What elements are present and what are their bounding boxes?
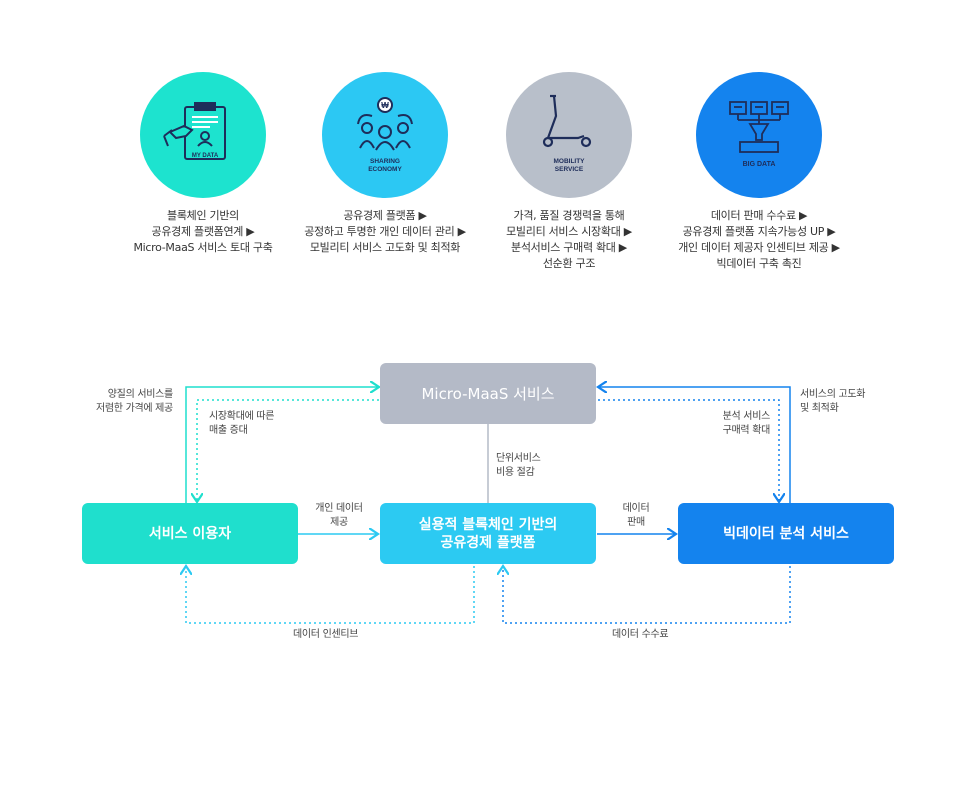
sharing-economy-circle: ₩ SHARING ECONOMY bbox=[322, 72, 448, 198]
caption-line: 공정하고 투명한 개인 데이터 관리 ▶ bbox=[304, 225, 466, 238]
my-data-clipboard-icon: MY DATA bbox=[163, 102, 226, 160]
caption-line: 선순환 구조 bbox=[542, 257, 596, 270]
sharing-economy-caption: 공유경제 플랫폼 ▶ 공정하고 투명한 개인 데이터 관리 ▶ 모빌리티 서비스… bbox=[275, 208, 495, 256]
big-data-analysis-node: 빅데이터 분석 서비스 bbox=[678, 503, 894, 564]
label-line: 양질의 서비스를 bbox=[107, 389, 173, 400]
caption-line: 공유경제 플랫폼연계 ▶ bbox=[151, 225, 255, 238]
label-cost-reduction: 단위서비스 비용 절감 bbox=[496, 452, 541, 480]
label-data-sale: 데이터 판매 bbox=[616, 502, 656, 530]
sharing-platform-node: 실용적 블록체인 기반의 공유경제 플랫폼 bbox=[380, 503, 596, 564]
label-personal-data: 개인 데이터 제공 bbox=[309, 502, 369, 530]
arrow-fee bbox=[503, 566, 791, 624]
label-service-optimization: 서비스의 고도화 및 최적화 bbox=[800, 388, 865, 416]
my-data-circle: MY DATA bbox=[140, 72, 266, 198]
caption-line: 빅데이터 구축 촉진 bbox=[716, 257, 802, 270]
mobility-badge-line1: MOBILITY bbox=[553, 158, 585, 165]
label-line: 시장확대에 따른 bbox=[209, 411, 275, 422]
sharing-economy-icon: ₩ SHARING ECONOMY bbox=[357, 97, 413, 173]
label-data-fee: 데이터 수수료 bbox=[612, 629, 669, 640]
platform-label-line1: 실용적 블록체인 기반의 bbox=[418, 516, 558, 533]
label-line: 구매력 확대 bbox=[722, 425, 771, 436]
label-line: 개인 데이터 bbox=[315, 503, 363, 514]
label-line: 서비스의 고도화 bbox=[800, 389, 866, 400]
kick-scooter-icon: MOBILITY SERVICE bbox=[542, 94, 592, 173]
label-line: 데이터 bbox=[622, 503, 650, 514]
arrow-user-to-maas bbox=[185, 387, 379, 503]
caption-line: 데이터 판매 수수료 ▶ bbox=[710, 209, 808, 222]
mobility-service-caption: 가격, 품질 경쟁력을 통해 모빌리티 서비스 시장확대 ▶ 분석서비스 구매력… bbox=[459, 208, 679, 272]
label-market-expansion: 시장확대에 따른 매출 증대 bbox=[209, 410, 274, 438]
label-line: 및 최적화 bbox=[800, 403, 839, 414]
micro-maas-service-node: Micro-MaaS 서비스 bbox=[380, 363, 596, 424]
label-quality-service: 양질의 서비스를 저렴한 가격에 제공 bbox=[96, 388, 173, 416]
label-line: 제공 bbox=[330, 517, 348, 528]
service-user-label: 서비스 이용자 bbox=[148, 525, 232, 542]
caption-line: 모빌리티 서비스 시장확대 ▶ bbox=[506, 225, 632, 238]
arrow-incentive bbox=[186, 566, 475, 624]
sharing-badge-line2: ECONOMY bbox=[368, 166, 402, 173]
label-line: 분석 서비스 bbox=[722, 411, 771, 422]
caption-line: 개인 데이터 제공자 인센티브 제공 ▶ bbox=[678, 241, 840, 254]
big-data-caption: 데이터 판매 수수료 ▶ 공유경제 플랫폼 지속가능성 UP ▶ 개인 데이터 … bbox=[649, 208, 869, 272]
label-line: 저렴한 가격에 제공 bbox=[96, 403, 173, 414]
big-data-analysis-label: 빅데이터 분석 서비스 bbox=[723, 525, 849, 542]
label-line: 매출 증대 bbox=[209, 425, 248, 436]
caption-line: 모빌리티 서비스 고도화 및 최적화 bbox=[309, 241, 461, 254]
label-line: 단위서비스 bbox=[496, 453, 541, 464]
caption-line: 공유경제 플랫폼 지속가능성 UP ▶ bbox=[682, 225, 836, 238]
platform-label-line2: 공유경제 플랫폼 bbox=[440, 534, 536, 551]
big-data-icon: BIG DATA bbox=[729, 101, 789, 168]
caption-line: 분석서비스 구매력 확대 ▶ bbox=[511, 241, 627, 254]
caption-line: Micro-MaaS 서비스 토대 구축 bbox=[133, 241, 273, 254]
label-data-incentive: 데이터 인센티브 bbox=[293, 629, 359, 640]
sharing-badge-line1: SHARING bbox=[370, 158, 400, 165]
my-data-badge: MY DATA bbox=[192, 153, 219, 159]
big-data-circle: BIG DATA bbox=[696, 72, 822, 198]
big-data-badge: BIG DATA bbox=[743, 161, 776, 168]
caption-line: 가격, 품질 경쟁력을 통해 bbox=[513, 209, 625, 222]
arrow-maas-to-user bbox=[197, 399, 379, 502]
arrow-maas-to-bigdata bbox=[598, 399, 779, 502]
caption-line: 블록체인 기반의 bbox=[167, 209, 239, 222]
arrow-bigdata-to-maas bbox=[598, 387, 791, 503]
label-analysis-purchase: 분석 서비스 구매력 확대 bbox=[712, 410, 771, 438]
label-line: 비용 절감 bbox=[496, 467, 535, 478]
my-data-caption: 블록체인 기반의 공유경제 플랫폼연계 ▶ Micro-MaaS 서비스 토대 … bbox=[93, 208, 313, 256]
won-sign: ₩ bbox=[381, 101, 389, 110]
micro-maas-label: Micro-MaaS 서비스 bbox=[421, 384, 555, 403]
caption-line: 공유경제 플랫폼 ▶ bbox=[343, 209, 427, 222]
mobility-service-circle: MOBILITY SERVICE bbox=[506, 72, 632, 198]
mobility-badge-line2: SERVICE bbox=[555, 166, 584, 173]
service-user-node: 서비스 이용자 bbox=[82, 503, 298, 564]
label-line: 판매 bbox=[627, 517, 645, 528]
